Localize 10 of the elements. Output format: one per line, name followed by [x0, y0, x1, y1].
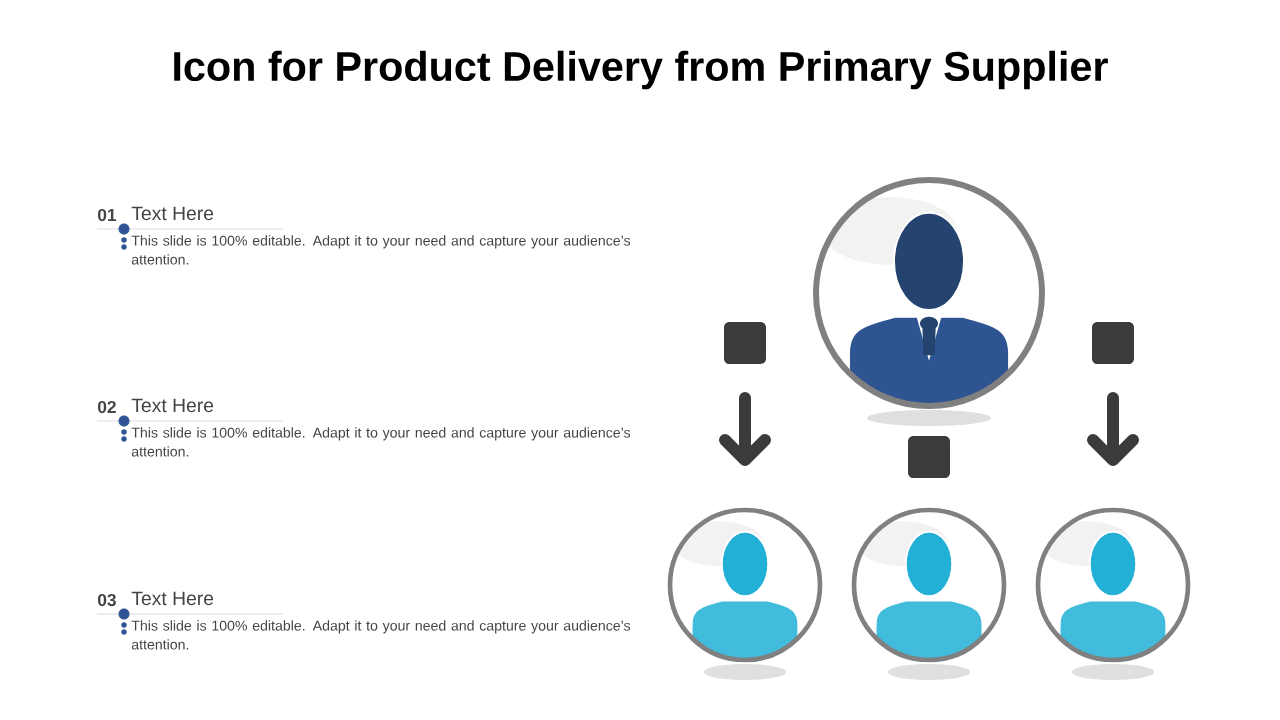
item-description: This slide is 100% editable. Adapt it to your need and capture your audience’s attention.: [131, 235, 631, 265]
item-description: This slide is 100% editable. Adapt it to your need and capture your audience’s attention.: [131, 427, 631, 457]
item-number: 02: [97, 400, 116, 414]
item-heading: Text Here: [131, 591, 214, 606]
item-number: 03: [97, 593, 116, 607]
item-description: This slide is 100% editable. Adapt it to your need and capture your audience’s attention.: [131, 620, 631, 650]
item-heading: Text Here: [131, 398, 214, 413]
item-number: 01: [97, 208, 117, 222]
slide-title: Icon for Product Delivery from Primary Supplier: [174, 50, 1108, 90]
item-heading: Text Here: [131, 206, 214, 221]
